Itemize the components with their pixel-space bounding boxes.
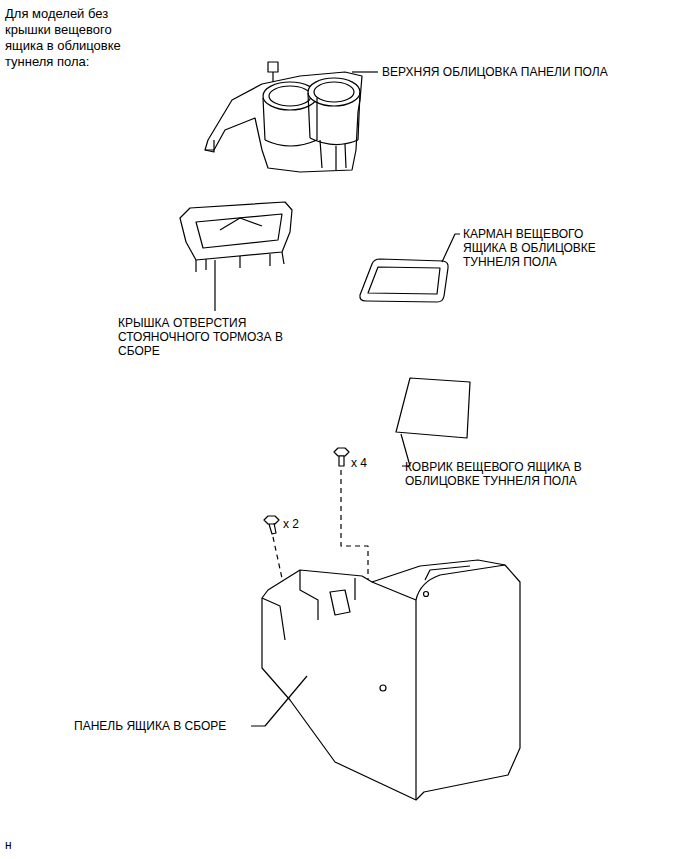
mat-drawing — [396, 378, 470, 438]
leader-line — [215, 72, 460, 726]
code-mark: н — [5, 838, 12, 852]
box-panel-drawing — [262, 560, 520, 800]
quantity-mark: x 4 — [351, 456, 367, 470]
part-name: ПАНЕЛЬ ЯЩИКА В СБОРЕ — [74, 719, 226, 733]
upper-trim-drawing — [205, 62, 362, 172]
pocket-drawing — [360, 259, 448, 302]
note-heading: Для моделей без крышки вещевого ящика в … — [5, 6, 137, 70]
quantity-mark: x 2 — [283, 517, 299, 531]
part-name: КАРМАН ВЕЩЕВОГО ЯЩИКА В ОБЛИЦОВКЕ ТУННЕЛ… — [463, 227, 613, 269]
part-name: КОВРИК ВЕЩЕВОГО ЯЩИКА В ОБЛИЦОВКЕ ТУННЕЛ… — [405, 460, 605, 488]
part-name: КРЫШКА ОТВЕРСТИЯ СТОЯНОЧНОГО ТОРМОЗА В С… — [118, 316, 293, 358]
part-name: ВЕРХНЯЯ ОБЛИЦОВКА ПАНЕЛИ ПОЛА — [382, 65, 608, 79]
bolt-drawing — [264, 448, 349, 534]
brake-cover-drawing — [180, 202, 292, 272]
